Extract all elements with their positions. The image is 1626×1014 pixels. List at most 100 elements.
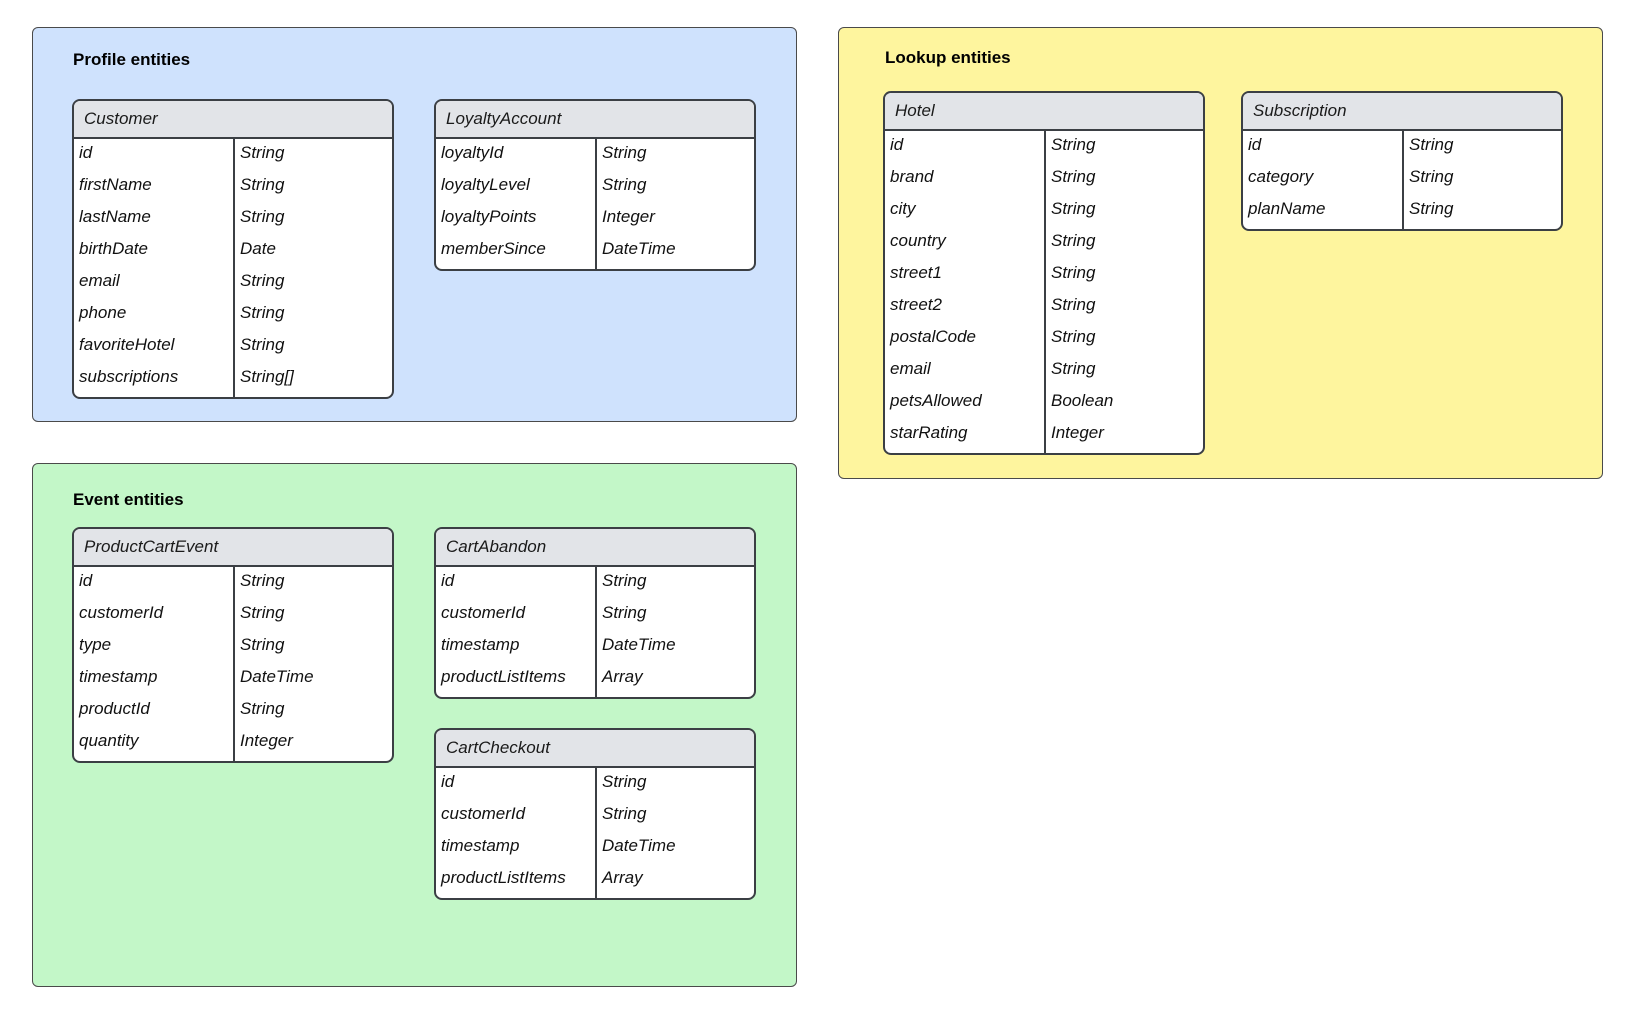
field-type: Array	[602, 868, 643, 887]
entity-field-row: loyaltyLevel String	[436, 171, 754, 203]
field-type: String	[1051, 295, 1096, 314]
field-name: country	[885, 227, 1046, 259]
entity-field-row: firstName String	[74, 171, 392, 203]
group-title: Profile entities	[73, 50, 191, 69]
field-name: loyaltyId	[436, 139, 597, 171]
field-name: brand	[885, 163, 1046, 195]
field-name: loyaltyLevel	[436, 171, 597, 203]
field-type: Integer	[602, 207, 655, 226]
field-name: quantity	[74, 727, 235, 761]
field-type: String	[240, 303, 285, 322]
field-type: String	[240, 335, 285, 354]
field-type: String	[1051, 231, 1096, 250]
field-type: DateTime	[602, 239, 676, 258]
entity-field-row: phone String	[74, 299, 392, 331]
field-name: favoriteHotel	[74, 331, 235, 363]
field-name: timestamp	[436, 631, 597, 663]
field-name: category	[1243, 163, 1404, 195]
entity-field-row: loyaltyPoints Integer	[436, 203, 754, 235]
entity-field-row: subscriptions String[]	[74, 363, 392, 397]
field-name: customerId	[436, 599, 597, 631]
field-type: String	[240, 603, 285, 622]
field-name: productListItems	[436, 663, 597, 697]
field-type: String	[1051, 359, 1096, 378]
entity-header: Customer	[74, 101, 392, 139]
entity-header: ProductCartEvent	[74, 529, 392, 567]
entity-field-row: country String	[885, 227, 1203, 259]
field-type: DateTime	[602, 635, 676, 654]
field-type: String	[602, 804, 647, 823]
field-type: String	[602, 175, 647, 194]
field-name: timestamp	[436, 832, 597, 864]
field-name: customerId	[436, 800, 597, 832]
field-type: String	[240, 635, 285, 654]
field-type: String	[1409, 199, 1454, 218]
field-name: id	[1243, 131, 1404, 163]
field-name: id	[885, 131, 1046, 163]
field-name: subscriptions	[74, 363, 235, 397]
field-name: memberSince	[436, 235, 597, 269]
field-name: productListItems	[436, 864, 597, 898]
entity-field-row: favoriteHotel String	[74, 331, 392, 363]
field-type: String	[240, 175, 285, 194]
entity-header: CartCheckout	[436, 730, 754, 768]
field-type: String	[1051, 263, 1096, 282]
entity-field-row: customerId String	[436, 800, 754, 832]
entity-field-row: email String	[885, 355, 1203, 387]
entity-field-row: street1 String	[885, 259, 1203, 291]
field-name: starRating	[885, 419, 1046, 453]
field-name: timestamp	[74, 663, 235, 695]
entity-field-row: productId String	[74, 695, 392, 727]
entity-field-row: memberSince DateTime	[436, 235, 754, 269]
field-name: phone	[74, 299, 235, 331]
entity-header: Hotel	[885, 93, 1203, 131]
field-type: String	[1409, 135, 1454, 154]
field-name: productId	[74, 695, 235, 727]
entity-field-row: type String	[74, 631, 392, 663]
field-type: String[]	[240, 367, 294, 386]
field-type: Boolean	[1051, 391, 1114, 410]
field-type: String	[602, 143, 647, 162]
field-type: String	[602, 603, 647, 622]
field-name: type	[74, 631, 235, 663]
field-type: DateTime	[240, 667, 314, 686]
entity-field-row: customerId String	[74, 599, 392, 631]
field-name: email	[885, 355, 1046, 387]
field-name: email	[74, 267, 235, 299]
field-name: street1	[885, 259, 1046, 291]
field-type: Date	[240, 239, 276, 258]
field-type: String	[1051, 327, 1096, 346]
field-name: id	[436, 567, 597, 599]
group-title: Lookup entities	[885, 48, 1011, 67]
field-type: String	[240, 699, 285, 718]
field-name: firstName	[74, 171, 235, 203]
field-name: loyaltyPoints	[436, 203, 597, 235]
field-name: customerId	[74, 599, 235, 631]
